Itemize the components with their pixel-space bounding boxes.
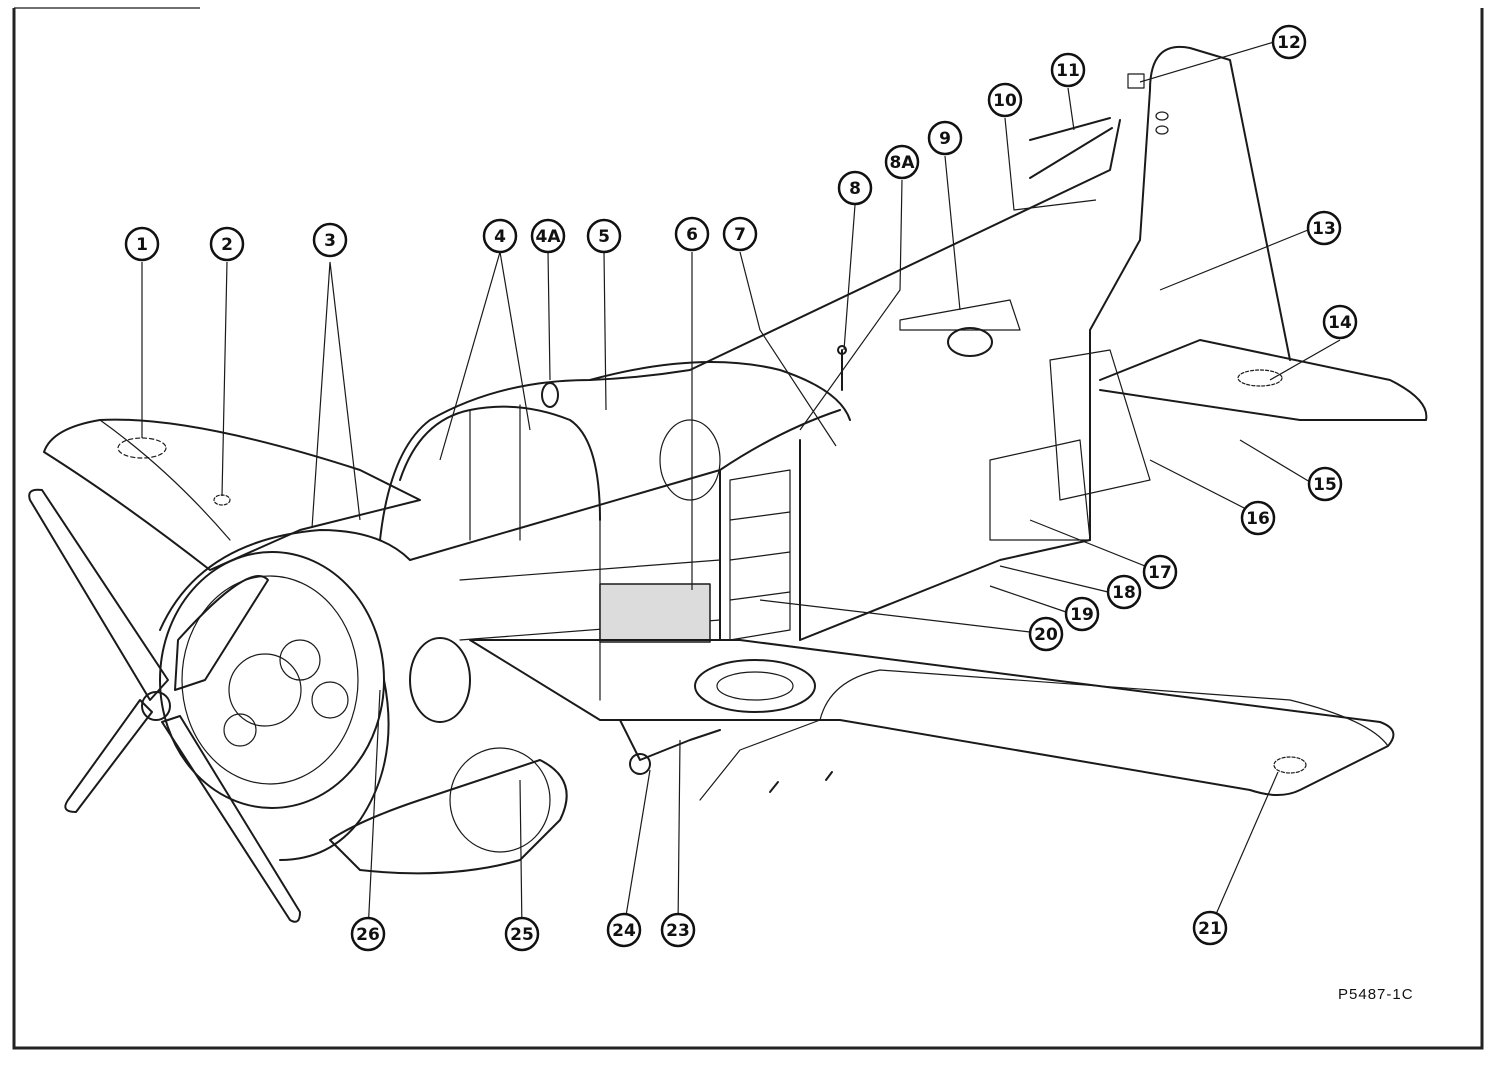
callout-label: 21 [1198,919,1222,939]
callout-circle [722,216,758,252]
callout-circle [1028,616,1064,652]
callout-7: 7 [722,216,758,252]
callout-circle [606,912,642,948]
callout-1: 1 [124,226,160,262]
callout-label: 17 [1148,563,1172,583]
callout-circle [1142,554,1178,590]
callout-16: 16 [1240,500,1276,536]
callout-label: 23 [666,921,690,941]
callout-circle [987,82,1023,118]
callout-label: 7 [734,225,746,245]
callout-label: 20 [1034,625,1058,645]
callout-circle [884,144,920,180]
callout-8: 8 [837,170,873,206]
callout-2: 2 [209,226,245,262]
tail-drawing [837,45,1428,541]
callout-label: 8 [849,179,861,199]
callout-20: 20 [1028,616,1064,652]
callout-6: 6 [674,216,710,252]
callout-circle [504,916,540,952]
callout-label: 24 [612,921,636,941]
callout-circle [1271,24,1307,60]
right-wing-drawing [469,638,1395,801]
callout-label: 6 [686,225,698,245]
callout-label: 26 [356,925,380,945]
callout-label: 25 [510,925,534,945]
callout-23: 23 [660,912,696,948]
callout-circle [1064,596,1100,632]
callout-circle [586,218,622,254]
callout-circle [312,222,348,258]
callout-circle [350,916,386,952]
callout-label: 3 [324,231,336,251]
callout-label: 1 [136,235,148,255]
callout-10: 10 [987,82,1023,118]
left-wing-drawing [43,418,421,571]
callout-circle [1192,910,1228,946]
callout-circle [482,218,518,254]
callout-label: 5 [598,227,610,247]
callout-label: 11 [1056,61,1080,81]
callout-label: 14 [1328,313,1352,333]
callout-4a: 4A [530,218,566,254]
callout-5: 5 [586,218,622,254]
callout-circle [124,226,160,262]
callout-21: 21 [1192,910,1228,946]
callout-circle [209,226,245,262]
callout-9: 9 [927,120,963,156]
callout-label: 16 [1246,509,1270,529]
callout-label: 9 [939,129,951,149]
callout-circle [660,912,696,948]
callout-13: 13 [1306,210,1342,246]
callout-15: 15 [1307,466,1343,502]
callout-circle [927,120,963,156]
engine-cowl-drawing [159,529,411,861]
callout-label: 13 [1312,219,1336,239]
callout-label: 2 [221,235,233,255]
callout-circle [1050,52,1086,88]
callout-label: 19 [1070,605,1094,625]
callout-4: 4 [482,218,518,254]
fuselage-drawing [379,119,1121,701]
callout-label: 18 [1112,583,1136,603]
callout-label: 4A [536,227,562,247]
callout-label: 12 [1277,33,1301,53]
callout-circle [674,216,710,252]
callout-12: 12 [1271,24,1307,60]
callout-label: 10 [993,91,1017,111]
callout-3: 3 [312,222,348,258]
callout-8a: 8A [884,144,920,180]
callout-17: 17 [1142,554,1178,590]
page-border [12,7,1484,1050]
figure-reference: P5487-1C [1338,986,1414,1003]
callout-19: 19 [1064,596,1100,632]
callout-26: 26 [350,916,386,952]
callout-18: 18 [1106,574,1142,610]
callout-24: 24 [606,912,642,948]
callout-circle [1307,466,1343,502]
propeller-drawing [28,488,301,923]
callout-circle [1322,304,1358,340]
landing-gear-drawing [329,637,721,875]
callout-circle [837,170,873,206]
callout-circle [530,218,566,254]
callout-label: 4 [494,227,506,247]
callout-circle [1306,210,1342,246]
callout-label: 15 [1313,475,1337,495]
callout-14: 14 [1322,304,1358,340]
callout-circle [1106,574,1142,610]
callout-25: 25 [504,916,540,952]
leader-lines [141,41,1341,933]
callout-11: 11 [1050,52,1086,88]
callout-label: 8A [890,153,916,173]
callout-circle [1240,500,1276,536]
